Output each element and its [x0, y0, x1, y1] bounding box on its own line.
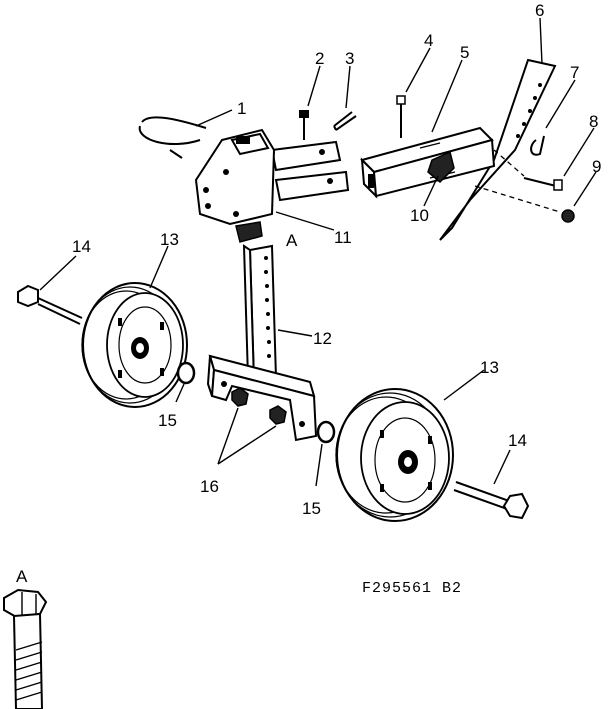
part-1-hitch-pin	[138, 116, 207, 159]
alignment-line	[493, 149, 525, 177]
callout-4: 4	[424, 31, 433, 50]
part-14-bolt-left	[17, 284, 83, 325]
callout-14-left: 14	[72, 237, 91, 256]
callout-15-right: 15	[302, 499, 321, 518]
part-9-nut	[561, 209, 575, 223]
callout-7: 7	[570, 63, 579, 82]
callout-8: 8	[589, 112, 598, 131]
callout-11: 11	[334, 228, 352, 247]
callout-16: 16	[200, 477, 219, 496]
part-8-bolt	[523, 177, 563, 191]
part-6-shank	[439, 58, 557, 241]
leader-lines	[39, 17, 597, 487]
callout-13-left: 13	[160, 230, 179, 249]
part-3-pin	[333, 111, 357, 131]
detail-a-bolt	[3, 588, 48, 709]
callout-labels: 1 2 3 4 5 6 7 8 9 10 11 12 13 13 14 14 1…	[16, 1, 601, 597]
callout-1: 1	[237, 99, 246, 118]
part-2-bolt	[299, 110, 309, 140]
callout-2: 2	[315, 49, 324, 68]
part-5-tube	[360, 126, 496, 199]
axle-bracket	[206, 354, 318, 442]
part-7-hair-pin	[530, 135, 545, 156]
part-16-nuts	[231, 387, 287, 425]
callout-5: 5	[460, 43, 469, 62]
detail-a-label-top: A	[286, 231, 298, 250]
part-11-bracket	[194, 128, 350, 243]
alignment-line	[474, 185, 561, 213]
figure-code: F295561 B2	[362, 580, 462, 597]
callout-15-left: 15	[158, 411, 177, 430]
part-10-clip	[427, 150, 455, 184]
callout-9: 9	[592, 157, 601, 176]
part-13-wheel-right	[335, 388, 454, 522]
callout-14-right: 14	[508, 431, 527, 450]
part-13-wheel-left	[81, 282, 188, 408]
callout-3: 3	[345, 49, 354, 68]
part-12-post	[242, 244, 278, 384]
callout-6: 6	[535, 1, 544, 20]
part-14-bolt-right	[453, 481, 530, 520]
detail-a-label-bottom: A	[16, 567, 28, 586]
callout-12: 12	[313, 329, 332, 348]
callout-10: 10	[410, 206, 429, 225]
part-15-washers	[176, 361, 336, 444]
callout-13-right: 13	[480, 358, 499, 377]
part-4-bolt	[396, 95, 406, 138]
